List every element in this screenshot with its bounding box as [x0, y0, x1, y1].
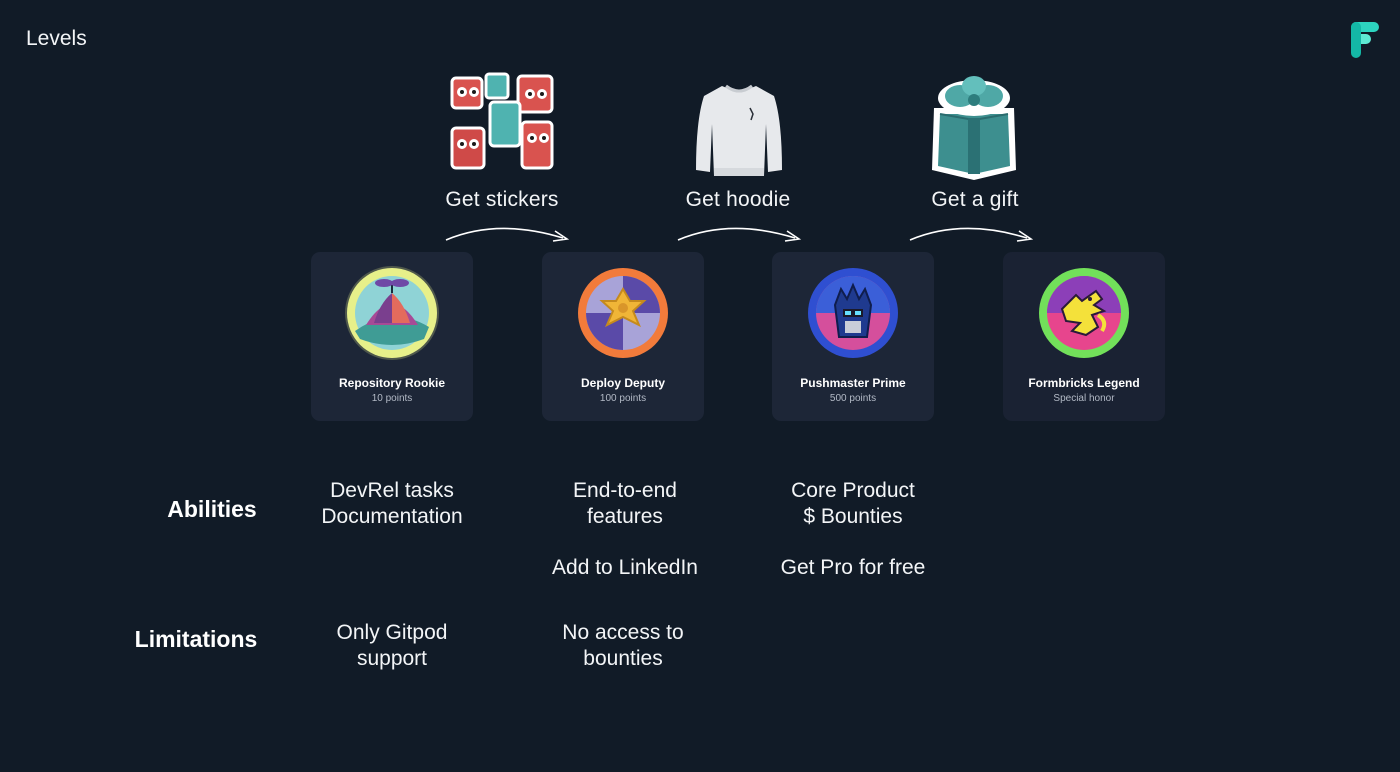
level-points: Special honor — [1053, 393, 1115, 404]
abilities-prime: Core Product $ Bounties — [791, 479, 915, 528]
abilities-deputy-extra: Add to LinkedIn — [552, 556, 698, 579]
abilities-deputy: End-to-end features — [573, 479, 677, 528]
page-title: Levels — [26, 27, 87, 50]
reward-label-hoodie: Get hoodie — [685, 188, 791, 211]
limitations-rookie: Only Gitpod support — [336, 621, 448, 670]
abilities-prime-extra: Get Pro for free — [780, 556, 926, 579]
reward-label-stickers: Get stickers — [445, 188, 559, 211]
level-card-repository-rookie: Repository Rookie 10 points — [311, 252, 473, 421]
gift-box-illustration-icon — [932, 76, 1016, 180]
hoodie-illustration-icon — [696, 84, 782, 176]
level-card-deploy-deputy: Deploy Deputy 100 points — [542, 252, 704, 421]
stickers-illustration-icon — [450, 72, 554, 170]
reward-stickers — [402, 72, 602, 176]
reward-hoodie — [639, 80, 839, 178]
limitations-deputy: No access to bounties — [562, 621, 684, 670]
arrow-right-icon — [677, 227, 802, 242]
level-name: Deploy Deputy — [580, 376, 665, 390]
level-card-formbricks-legend: Formbricks Legend Special honor — [1003, 252, 1165, 421]
level-points: 100 points — [599, 393, 647, 404]
level-card-pushmaster-prime: Pushmaster Prime 500 points — [772, 252, 934, 421]
level-name: Formbricks Legend — [1028, 376, 1140, 390]
reward-label-gift: Get a gift — [931, 188, 1019, 211]
limitations-row-label: Limitations — [134, 626, 258, 652]
level-points: 500 points — [829, 393, 877, 404]
abilities-row-label: Abilities — [167, 496, 257, 522]
level-points: 10 points — [371, 393, 413, 404]
reward-gift — [874, 70, 1074, 182]
sheriff-star-badge-icon — [578, 268, 668, 358]
arrow-right-icon — [445, 227, 570, 242]
propeller-cap-badge-icon — [345, 266, 439, 360]
dragon-badge-icon — [1039, 268, 1129, 358]
formbricks-logo-icon — [1351, 22, 1379, 58]
arrow-right-icon — [909, 227, 1034, 242]
level-name: Repository Rookie — [338, 376, 446, 390]
robot-head-badge-icon — [808, 268, 898, 358]
level-name: Pushmaster Prime — [800, 376, 906, 390]
abilities-rookie: DevRel tasks Documentation — [321, 479, 463, 528]
